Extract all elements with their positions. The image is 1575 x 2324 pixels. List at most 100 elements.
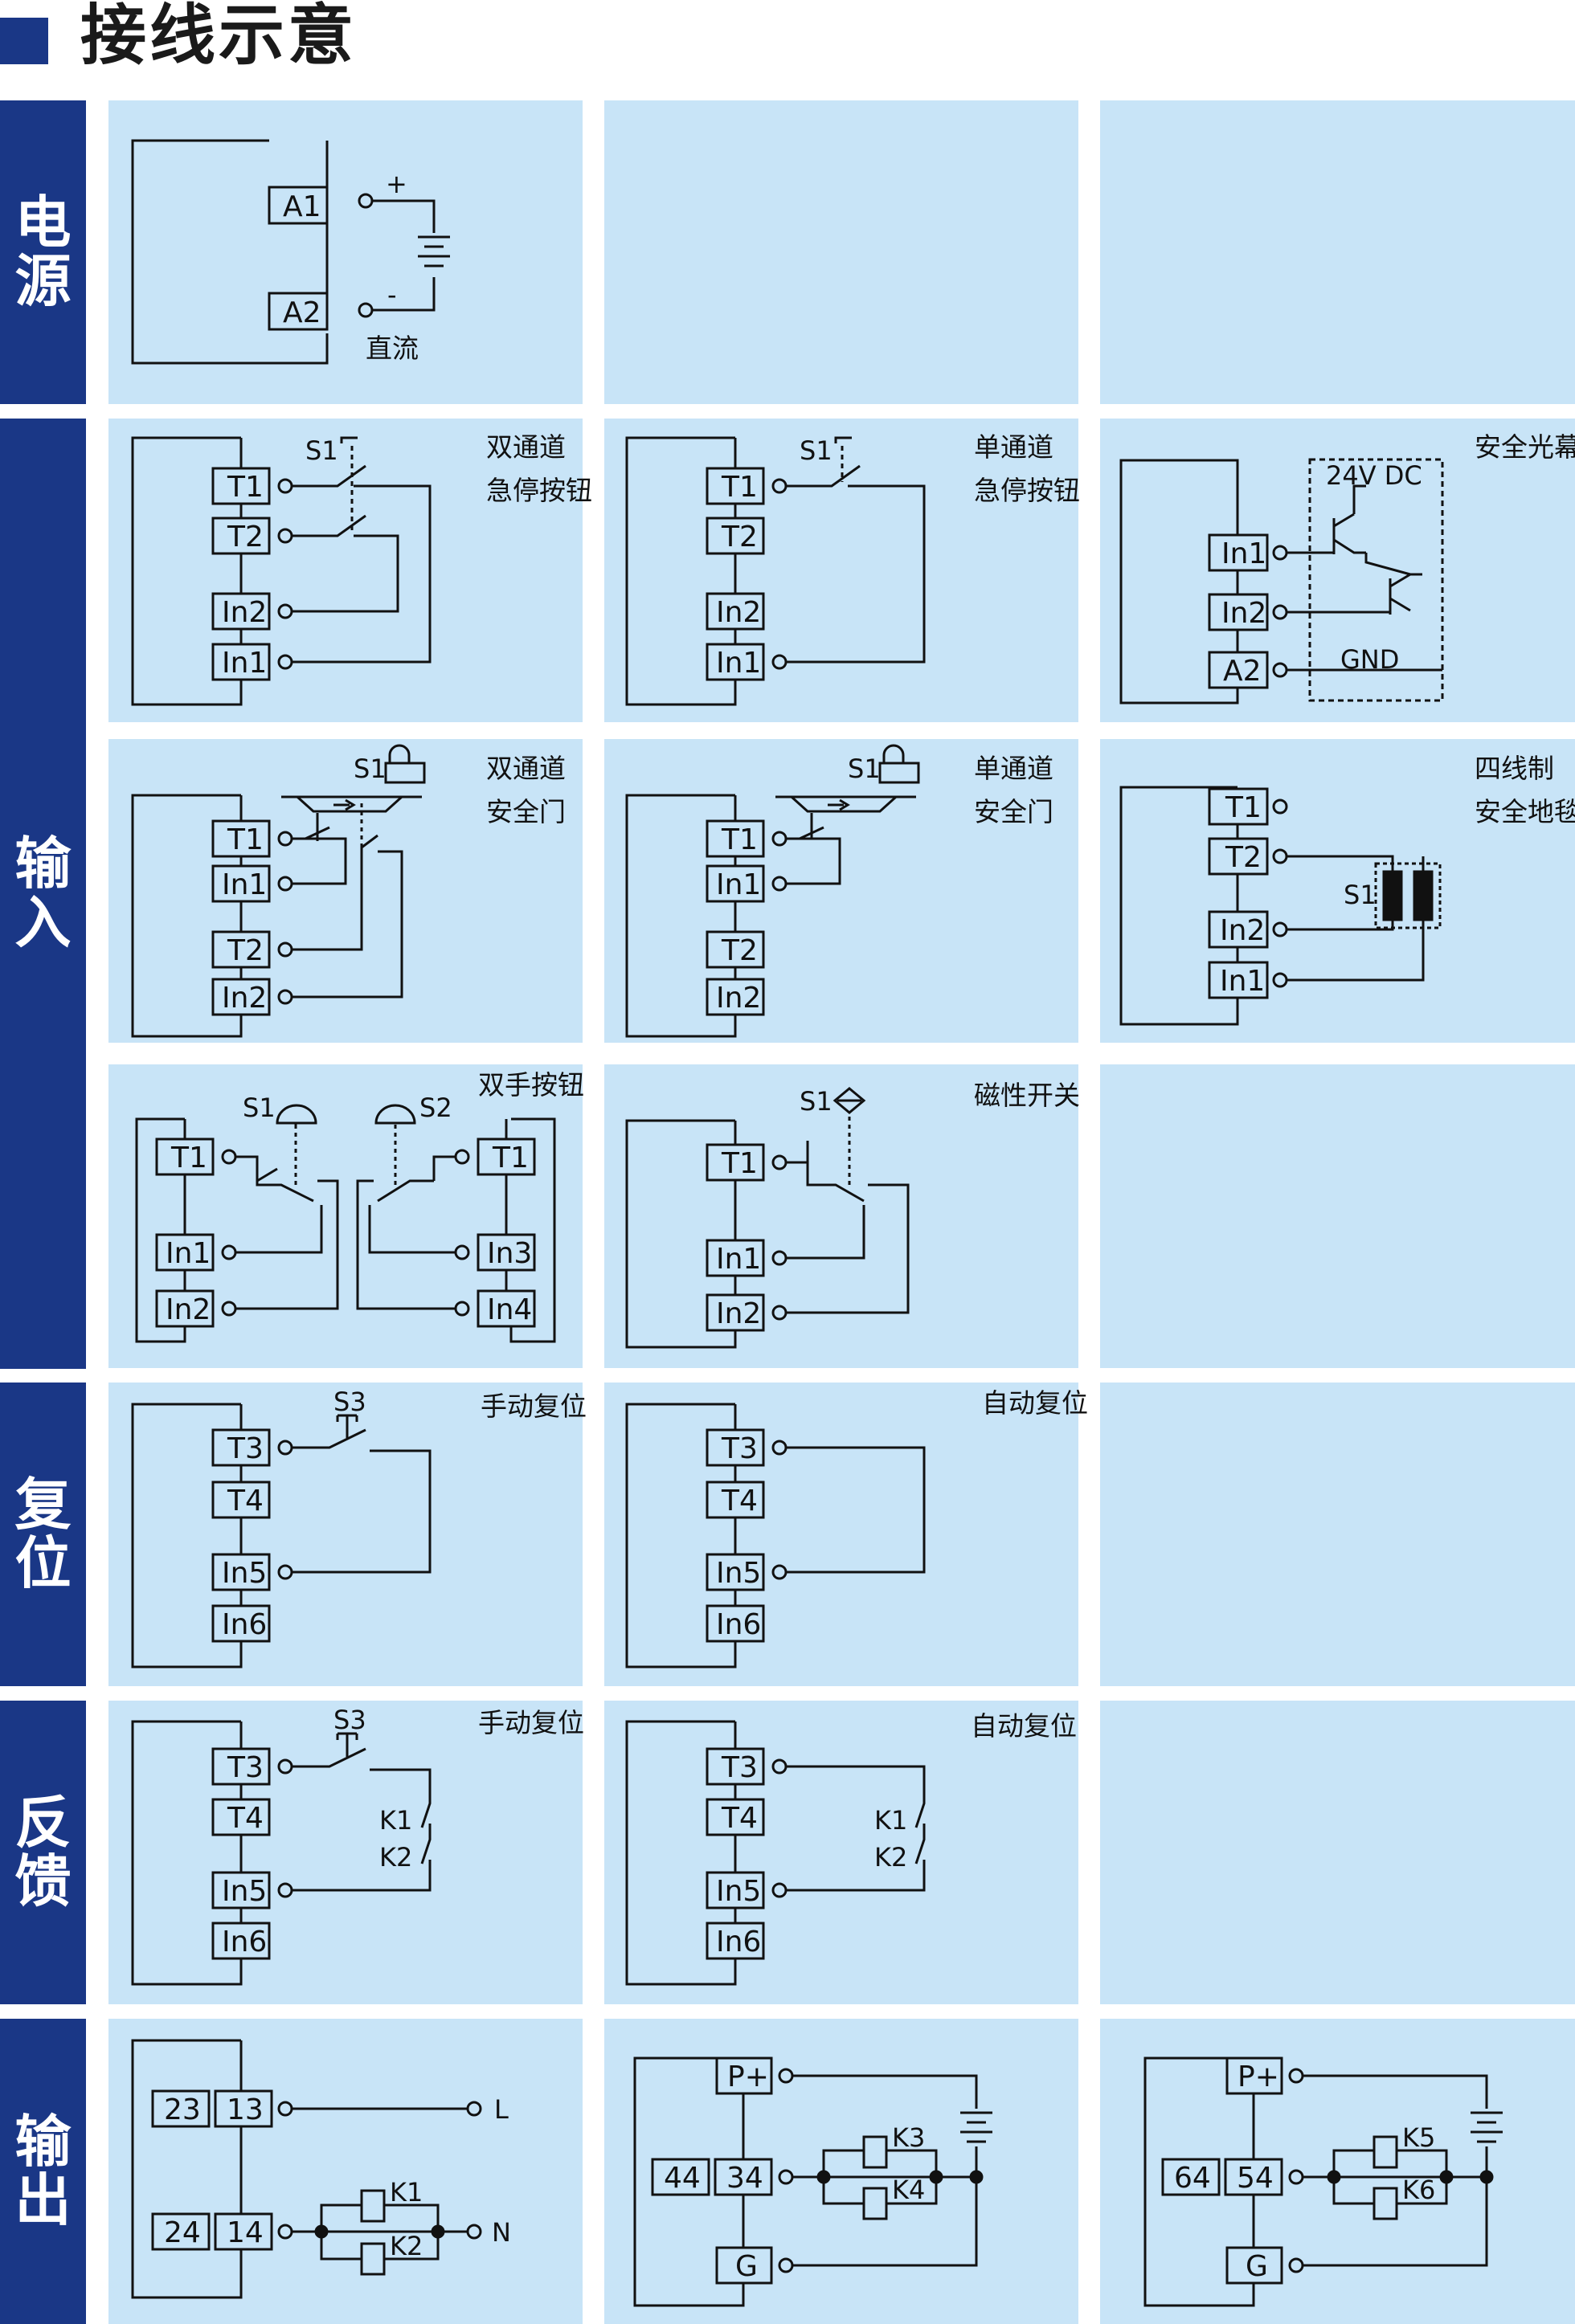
diagram-power: A1 A2 + - 直流: [131, 139, 450, 365]
svg-text:In1: In1: [166, 1237, 211, 1270]
svg-text:34: 34: [726, 2162, 763, 2195]
panel-r6c0: [108, 2019, 583, 2324]
svg-text:64: 64: [1174, 2162, 1211, 2195]
svg-text:N: N: [492, 2217, 511, 2248]
svg-text:T4: T4: [227, 1485, 264, 1517]
svg-text:T1: T1: [721, 823, 758, 856]
diagram-dual-door: T1 In1 T2 In2 S1 双通道 安全门: [131, 744, 566, 1038]
svg-text:S3: S3: [333, 1387, 366, 1417]
terminal-label: A2: [283, 296, 321, 329]
diagram-single-door: T1 In1 T2 In2 S1 单通道 安全门: [625, 744, 1053, 1038]
diagram-output-relay: 23 13 24 14 K1 K2 L N: [131, 2039, 511, 2299]
svg-text:In6: In6: [716, 1926, 761, 1958]
svg-text:K6: K6: [1402, 2175, 1435, 2205]
svg-text:T1: T1: [492, 1142, 529, 1174]
svg-text:In4: In4: [487, 1293, 532, 1326]
svg-text:手动复位: 手动复位: [478, 1707, 584, 1738]
diagram-safety-mat: T1 T2 In2 In1 S1 四线制 安全地毯: [1119, 753, 1575, 1026]
svg-text:T1: T1: [721, 471, 758, 504]
svg-text:T3: T3: [721, 1432, 758, 1465]
row-label-output: 输出: [0, 2019, 86, 2324]
svg-text:T3: T3: [227, 1751, 264, 1784]
title-marker: [0, 18, 48, 64]
diagram-reset-manual: T3 T4 In5 In6 S3 手动复位: [131, 1387, 587, 1668]
diagram-single-estop: T1 T2 In2 In1 S1 单通道 急停按钮: [625, 431, 1080, 706]
svg-text:安全门: 安全门: [486, 796, 566, 827]
panel-r1c1: [604, 419, 1078, 722]
svg-text:双通道: 双通道: [486, 431, 566, 463]
door-arrow: [333, 798, 356, 811]
svg-text:In2: In2: [1220, 914, 1265, 947]
svg-text:T1: T1: [170, 1142, 207, 1174]
svg-text:T4: T4: [227, 1802, 264, 1835]
svg-text:G: G: [735, 2250, 758, 2283]
svg-text:T1: T1: [1225, 791, 1262, 824]
panel-r0c1: [604, 100, 1078, 404]
door-switch-icon: [388, 744, 411, 763]
svg-text:In1: In1: [222, 868, 267, 901]
svg-text:K2: K2: [390, 2231, 423, 2261]
terminal-box: [268, 292, 329, 331]
svg-text:双手按钮: 双手按钮: [478, 1069, 584, 1101]
svg-text:In1: In1: [1220, 965, 1265, 998]
svg-text:G: G: [1246, 2250, 1268, 2283]
svg-text:T3: T3: [227, 1432, 264, 1465]
svg-text:P+: P+: [1238, 2061, 1279, 2093]
svg-text:自动复位: 自动复位: [982, 1387, 1088, 1419]
svg-text:In6: In6: [222, 1608, 267, 1641]
panel-r3c2: [1100, 1064, 1575, 1368]
svg-text:In6: In6: [716, 1608, 761, 1641]
diagram-magnetic: T1 In1 In2 S1 磁性开关: [625, 1080, 1080, 1349]
svg-text:24V DC: 24V DC: [1326, 460, 1422, 491]
svg-text:24: 24: [164, 2216, 201, 2249]
svg-text:In1: In1: [1221, 537, 1266, 570]
panel-r0c0: [108, 100, 583, 404]
diagram-feedback-manual: T3 T4 In5 In6 S3 K1 K2 手动复位: [131, 1705, 584, 1986]
svg-text:In2: In2: [716, 1297, 761, 1330]
svg-text:安全光幕: 安全光幕: [1475, 431, 1575, 463]
svg-text:T1: T1: [227, 471, 264, 504]
svg-text:In6: In6: [222, 1926, 267, 1958]
svg-text:In2: In2: [166, 1293, 211, 1326]
diagram-output-pnp-2: P+ 64 54 G K5 K6: [1143, 2056, 1503, 2307]
svg-text:S2: S2: [419, 1093, 452, 1123]
svg-text:13: 13: [227, 2093, 264, 2126]
mushroom-button-icon: [276, 1104, 317, 1125]
svg-text:手动复位: 手动复位: [481, 1391, 587, 1422]
terminal-node: [358, 302, 374, 318]
panel-r2c1: [604, 739, 1078, 1043]
svg-text:23: 23: [164, 2093, 201, 2126]
svg-text:In1: In1: [716, 647, 761, 680]
svg-text:P+: P+: [727, 2061, 769, 2093]
diagram-feedback-auto: T3 T4 In5 In6 K1 K2 自动复位: [625, 1710, 1077, 1986]
svg-text:S1: S1: [1344, 880, 1377, 910]
svg-text:14: 14: [227, 2216, 264, 2249]
svg-text:In5: In5: [716, 1875, 761, 1908]
svg-text:直流: 直流: [366, 333, 419, 364]
svg-text:44: 44: [664, 2162, 701, 2195]
panel-r5c2: [1100, 1701, 1575, 2004]
svg-text:T4: T4: [721, 1485, 758, 1517]
magnet-icon: [832, 1087, 866, 1114]
svg-text:自动复位: 自动复位: [971, 1710, 1077, 1742]
svg-text:单通道: 单通道: [974, 431, 1053, 463]
svg-text:安全门: 安全门: [974, 796, 1053, 827]
panel-r6c1: [604, 2019, 1078, 2324]
panel-r2c2: [1100, 739, 1575, 1043]
svg-text:S1: S1: [848, 754, 881, 784]
svg-text:K2: K2: [874, 1842, 907, 1873]
svg-text:K4: K4: [892, 2175, 925, 2205]
svg-text:K1: K1: [874, 1805, 907, 1836]
panel-r2c0: [108, 739, 583, 1043]
panel-r1c2: [1100, 419, 1575, 722]
terminal-node: [358, 193, 374, 209]
diagram-two-hand: T1 In1 In2 S1 T1 In3 In4 S2 双手按钮: [135, 1069, 584, 1343]
svg-text:In2: In2: [716, 596, 761, 629]
svg-text:四线制: 四线制: [1475, 753, 1554, 784]
diagram-output-pnp-1: P+ 44 34 G K3 K4: [633, 2056, 992, 2307]
svg-text:双通道: 双通道: [486, 753, 566, 784]
svg-text:S1: S1: [305, 435, 338, 466]
row-label-feedback: 反馈: [0, 1701, 86, 2004]
svg-text:急停按钮: 急停按钮: [974, 475, 1080, 506]
